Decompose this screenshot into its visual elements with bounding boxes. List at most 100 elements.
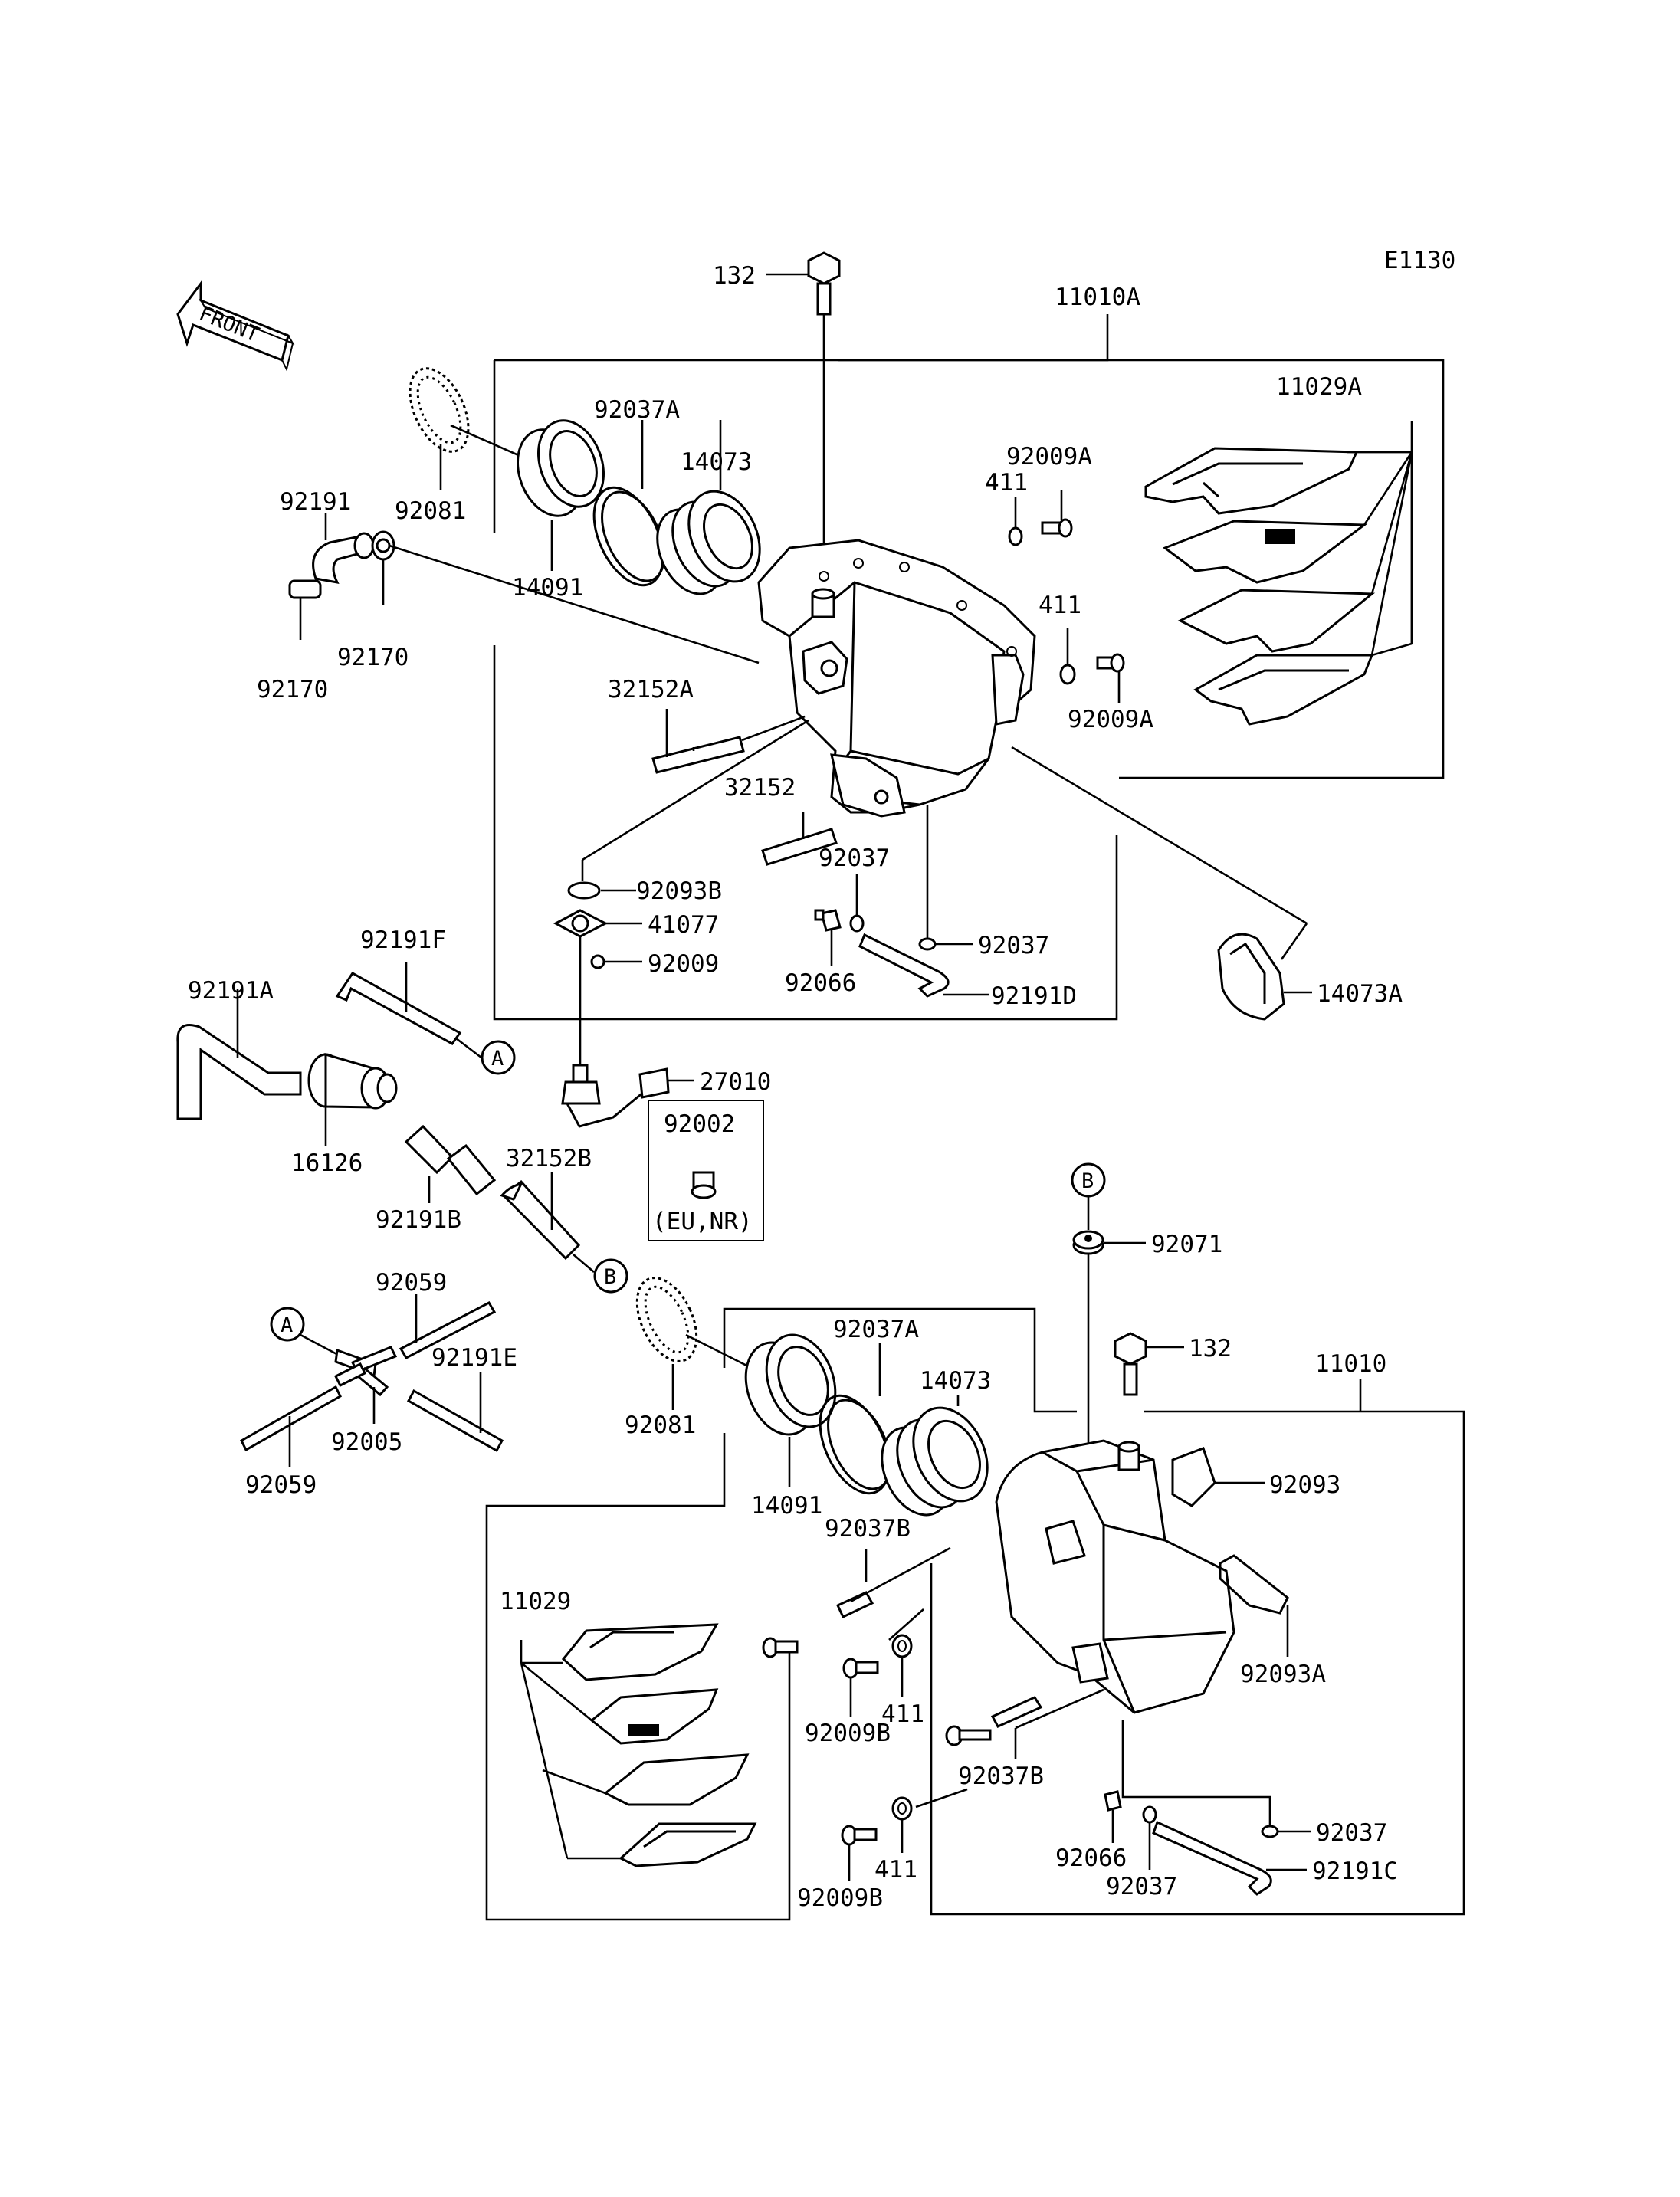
- pin-32152A: [651, 709, 806, 774]
- tube-32152B: [500, 1172, 595, 1273]
- label-14073-top: 14073: [681, 448, 752, 476]
- label-92037-d: 92037: [1316, 1819, 1387, 1847]
- label-92081-bottom: 92081: [625, 1412, 696, 1439]
- upper-airbox-housing: [757, 539, 1036, 818]
- clamp-92037-upper-a: [849, 874, 865, 933]
- label-411-1: 411: [985, 469, 1028, 497]
- lower-assembly-bracket: [485, 1307, 1465, 1921]
- label-92191B: 92191B: [376, 1206, 461, 1234]
- label-92037A-top: 92037A: [594, 396, 680, 424]
- label-92059-2: 92059: [245, 1471, 317, 1499]
- t-joint-92005: [300, 1333, 398, 1424]
- screw-92009B-2: [841, 1825, 878, 1881]
- hose-92191: [312, 513, 375, 585]
- hose-92191C: [1152, 1820, 1307, 1896]
- filter-stack-11029A: [1144, 421, 1413, 726]
- label-32152B: 32152B: [506, 1145, 592, 1172]
- label-92170-2: 92170: [257, 676, 328, 703]
- washer-411-upper-2: [1059, 628, 1076, 685]
- label-92009: 92009: [648, 950, 719, 978]
- label-92066-bottom: 92066: [1055, 1844, 1127, 1872]
- label-92037-a: 92037: [819, 844, 890, 872]
- label-41077: 41077: [648, 911, 719, 939]
- clamp-92170-1: [371, 530, 760, 664]
- grommet-92071: [1072, 1196, 1146, 1479]
- circle-mark-A-1-label: A: [491, 1047, 504, 1071]
- tube-92191B: [404, 1124, 497, 1203]
- bolt-132-bottom: [1114, 1332, 1184, 1396]
- label-92191A: 92191A: [188, 977, 274, 1005]
- label-14073A: 14073A: [1317, 980, 1403, 1008]
- label-92059-1: 92059: [376, 1269, 447, 1297]
- label-92093: 92093: [1269, 1471, 1340, 1499]
- boot-14091-bottom: [744, 1333, 837, 1487]
- label-92009A-1: 92009A: [1006, 443, 1092, 471]
- part-labels: 132 11010A 11029A 92037A 14073 92081 140…: [188, 262, 1403, 1912]
- tube-92059-upper: [399, 1294, 497, 1359]
- clamp-92037-lower-b: [1121, 1720, 1311, 1838]
- circle-mark-B-2-label: B: [1081, 1169, 1094, 1193]
- screw-lower-1: [762, 1637, 799, 1658]
- label-92009A-2: 92009A: [1068, 706, 1153, 733]
- duct-14073A: [1011, 746, 1312, 1021]
- label-92093A: 92093A: [1240, 1661, 1326, 1688]
- clamp-92037-lower-a: [1142, 1805, 1157, 1870]
- circle-mark-B-1-label: B: [604, 1265, 616, 1289]
- label-92191D: 92191D: [991, 982, 1077, 1010]
- fitting-16126: [307, 1052, 398, 1146]
- label-92009B-1: 92009B: [805, 1720, 891, 1747]
- upper-assembly-bracket: [493, 314, 1445, 1021]
- screw-92009A-2: [1096, 653, 1125, 703]
- label-11029: 11029: [500, 1588, 571, 1615]
- screw-92009B-1: [842, 1658, 879, 1717]
- note-region: (EU,NR): [652, 1208, 753, 1235]
- circle-mark-A-1: A: [481, 1040, 516, 1075]
- label-411-3: 411: [881, 1700, 924, 1728]
- screw-92009A-1: [1041, 490, 1073, 538]
- label-132-top: 132: [713, 262, 756, 290]
- circle-mark-A-2-label: A: [281, 1313, 293, 1337]
- sensor-27010: [561, 1064, 694, 1128]
- label-32152A: 32152A: [608, 676, 694, 703]
- label-92005: 92005: [331, 1428, 402, 1456]
- bracket-41077: [553, 909, 642, 1065]
- diagram-code: E1130: [1384, 247, 1455, 274]
- washer-411-lower-2: [891, 1796, 913, 1853]
- pin-32152: [761, 812, 838, 866]
- label-132-bottom: 132: [1189, 1335, 1232, 1362]
- screw-92066-lower: [1104, 1790, 1122, 1843]
- hose-92191D: [858, 933, 989, 998]
- label-92037B-2: 92037B: [958, 1763, 1044, 1790]
- label-92093B: 92093B: [636, 877, 722, 905]
- label-92170-1: 92170: [337, 644, 409, 671]
- label-11010A: 11010A: [1055, 284, 1140, 311]
- label-92071: 92071: [1151, 1231, 1222, 1258]
- label-411-2: 411: [1039, 592, 1081, 619]
- label-14091-bottom: 14091: [751, 1492, 822, 1520]
- note-box-92002: 92002 (EU,NR): [648, 1100, 764, 1241]
- label-411-4: 411: [874, 1856, 917, 1884]
- tube-92191E: [406, 1372, 504, 1453]
- label-14091-top: 14091: [512, 574, 583, 602]
- gasket-92093: [1171, 1447, 1265, 1507]
- label-92037-c: 92037: [1106, 1873, 1177, 1900]
- pin-92037B-1: [836, 1546, 951, 1619]
- label-92066-top: 92066: [785, 969, 856, 997]
- duct-14073-bottom: [881, 1395, 989, 1517]
- boot-14091-top: [516, 419, 605, 571]
- label-27010: 27010: [700, 1068, 771, 1096]
- note-part-number: 92002: [664, 1110, 735, 1138]
- oring-92093B: [567, 719, 809, 900]
- hose-92191F: [335, 962, 482, 1059]
- label-32152: 32152: [724, 774, 796, 802]
- front-arrow-icon: FRONT: [176, 280, 295, 372]
- label-11010: 11010: [1315, 1350, 1386, 1378]
- washer-411-upper-1: [1008, 497, 1023, 546]
- clamp-92037A-top: [592, 420, 665, 587]
- label-11029A: 11029A: [1276, 373, 1362, 401]
- pin-92037B-2: [945, 1688, 1104, 1759]
- tube-92059-lower: [240, 1385, 342, 1467]
- circle-mark-B-1: B: [593, 1258, 628, 1294]
- circle-mark-A-2: A: [270, 1307, 305, 1342]
